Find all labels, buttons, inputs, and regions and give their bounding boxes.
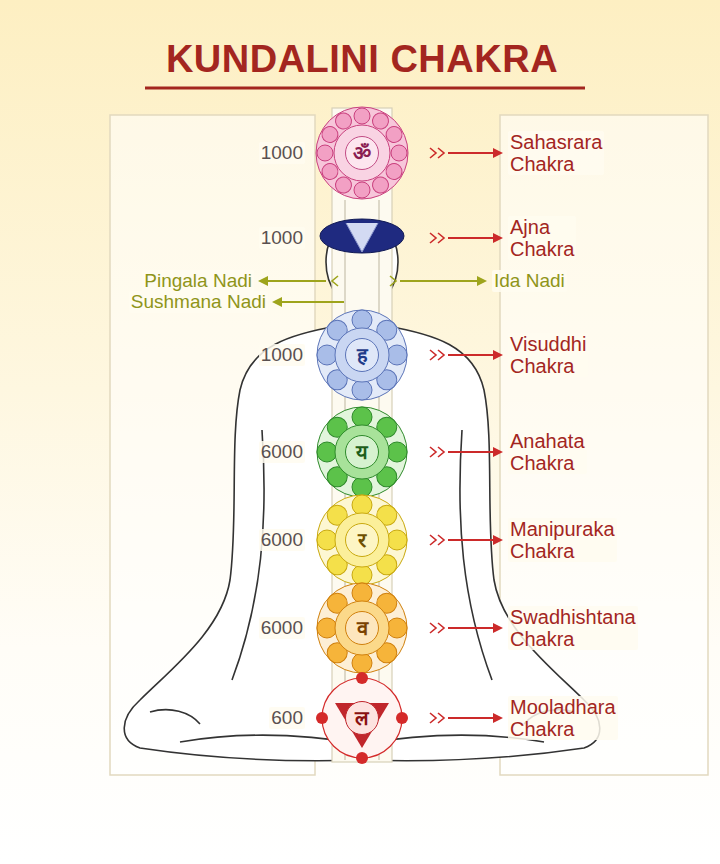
visuddhi-lotus: [317, 310, 407, 400]
petal-count: 600: [269, 707, 305, 728]
swadhishtana-lotus: [317, 583, 407, 673]
petal-count: 6000: [259, 441, 305, 462]
title-underline: [145, 87, 585, 90]
chakra-name: Mooladhara Chakra: [508, 696, 618, 741]
chakra-name: Manipuraka Chakra: [508, 518, 617, 563]
mooladhara-lotus: [316, 672, 408, 764]
bija-syllable: व: [357, 618, 368, 638]
leader-arrow: [430, 148, 503, 158]
bija-syllable: ल: [355, 708, 369, 728]
nadi-name: Sushmana Nadi: [129, 291, 268, 312]
bija-syllable: य: [356, 442, 368, 462]
chakra-center: य: [345, 435, 379, 469]
bija-syllable: ह: [357, 345, 368, 365]
diagram-title: KUNDALINI CHAKRA: [2, 40, 720, 78]
petal-count: 1000: [259, 344, 305, 365]
anahata-lotus: [317, 407, 407, 497]
leader-arrow: [430, 233, 503, 243]
petal-count: 6000: [259, 617, 305, 638]
chakra-name: Anahata Chakra: [508, 430, 587, 475]
bija-syllable: र: [358, 530, 366, 550]
chakra-name: Ajna Chakra: [508, 216, 576, 261]
chakra-center: ॐ: [345, 136, 379, 170]
bija-syllable: ॐ: [353, 143, 371, 163]
petal-count: 1000: [259, 142, 305, 163]
petal-count: 1000: [259, 227, 305, 248]
nadi-arrows: [258, 276, 487, 307]
chakra-center: व: [345, 611, 379, 645]
nadi-name: Pingala Nadi: [142, 270, 254, 291]
chakra-name: Swadhishtana Chakra: [508, 606, 638, 651]
leader-arrow: [430, 713, 503, 723]
ajna-symbol: [320, 219, 404, 253]
leader-arrow: [430, 447, 503, 457]
leader-arrow: [430, 350, 503, 360]
chakra-name: Sahasrara Chakra: [508, 131, 604, 176]
sahasrara-lotus: [316, 107, 408, 199]
chakra-center: ल: [345, 701, 379, 735]
chakra-center: ह: [345, 338, 379, 372]
chakra-name: Visuddhi Chakra: [508, 333, 588, 378]
leader-arrow: [430, 623, 503, 633]
chakra-center: र: [345, 523, 379, 557]
nadi-name: Ida Nadi: [492, 270, 567, 291]
petal-count: 6000: [259, 529, 305, 550]
manipura-lotus: [317, 495, 407, 585]
leader-arrow: [430, 535, 503, 545]
